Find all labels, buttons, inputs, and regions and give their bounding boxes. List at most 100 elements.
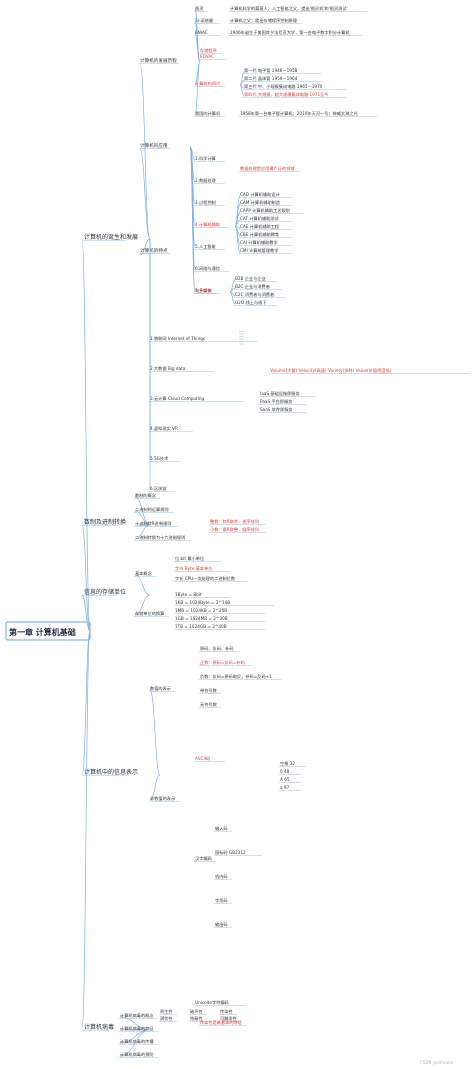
chinese-item-2[interactable]: 机内码 (215, 873, 228, 880)
cloud-2[interactable]: SaaS 软件即服务 (260, 406, 294, 413)
tech-1[interactable]: 2.大数据 Big data (150, 365, 186, 372)
numsys-3[interactable]: 二进制转换为十六进制规则 (135, 534, 185, 541)
numsys-2[interactable]: 十进制转R进制规则 (135, 520, 171, 527)
chinese-item-4[interactable]: 输出码 (215, 921, 228, 928)
bigdata-v[interactable]: Volume(大量) Velocity(高速) Variety(多样) Valu… (270, 367, 392, 374)
tech-3[interactable]: 4.虚拟现实 VR (150, 425, 178, 432)
cad-3[interactable]: CAT 计算机辅助测试 (240, 215, 279, 222)
info-num-3[interactable]: 带符号数 (200, 687, 218, 694)
ecommerce-1[interactable]: B2C 企业与消费者 (235, 283, 270, 290)
info-nonnumeric[interactable]: 非数值的表示 (150, 795, 175, 802)
stored-program[interactable]: 存储程序 (200, 47, 217, 54)
cad-4[interactable]: CAE 计算机辅助工程 (240, 223, 280, 230)
chinese-item-3[interactable]: 字形码 (215, 897, 228, 904)
virus-sub-2[interactable]: 计算机病毒的传播 (120, 1038, 154, 1045)
virus-feature-5[interactable]: 可触发性 (220, 1015, 237, 1022)
virus-feature-4[interactable]: 隐蔽性 (190, 1015, 203, 1022)
branch-3[interactable]: 计算机中的信息表示 (84, 768, 138, 776)
application-5[interactable]: 6.网络与通信 (195, 265, 220, 272)
generations-label[interactable]: 计算机的四代 (195, 80, 221, 87)
storage-unit-3[interactable]: 1GB = 1024MB = 2^30B (175, 616, 228, 621)
virus-sub-1[interactable]: 计算机病毒的特征 (120, 1025, 154, 1032)
storage-unit-0[interactable]: 1Byte = 8bit (175, 592, 202, 597)
numsys-1[interactable]: 二进制的运算规则 (135, 506, 169, 513)
branch-0[interactable]: 计算机的诞生和发展 (84, 233, 138, 241)
chinese-item-0[interactable]: 输入码 (215, 825, 228, 832)
info-numeric[interactable]: 数值的表示 (150, 685, 171, 692)
history-person-1[interactable]: 冯·诺依曼 (195, 17, 213, 24)
application-3[interactable]: 4.计算机辅助 (195, 221, 220, 228)
cad-6[interactable]: CAI 计算机辅助教学 (240, 239, 278, 246)
storage-unit-4[interactable]: 1TB = 1024GB = 2^40B (175, 624, 227, 629)
generation-2[interactable]: 第三代 中、小规模集成电路 1965—1970 (244, 83, 323, 90)
application-1[interactable]: 2.数据处理 (195, 177, 217, 184)
branch-2[interactable]: 信息的存储单位 (84, 588, 126, 596)
tech-4[interactable]: 5.5G技术 (150, 455, 169, 462)
ecommerce-3[interactable]: O2O 线上与线下 (235, 299, 267, 306)
info-num-2[interactable]: 负数：反码=原码取反，补码=反码+1 (200, 673, 272, 680)
history-applications[interactable]: 计算机的应用 (140, 142, 168, 149)
ecommerce-2[interactable]: C2C 消费者与消费者 (235, 291, 274, 298)
application-2[interactable]: 3.过程控制 (195, 199, 216, 206)
chinese-encoding[interactable]: 汉字编码 (195, 855, 212, 862)
china-computers[interactable]: 我国的计算机 (195, 110, 221, 117)
history-person-0[interactable]: 图灵 (195, 6, 204, 12)
ecommerce-0[interactable]: B2B 企业与企业 (235, 275, 266, 282)
virus-red[interactable]: 传染性是最基本的特征 (200, 1019, 243, 1026)
storage-units[interactable]: 存储单位的换算 (135, 610, 164, 617)
branch-4[interactable]: 计算机病毒 (84, 1023, 114, 1031)
history-person-desc-2[interactable]: 1946年诞生于美国宾夕法尼亚大学，第一台电子数字积分计算机 (230, 29, 350, 36)
generation-1[interactable]: 第二代 晶体管 1959—1964 (244, 75, 298, 82)
virus-feature-0[interactable]: 寄生性 (160, 1008, 173, 1015)
ascii-val-2[interactable]: A 65 (280, 777, 290, 782)
info-num-4[interactable]: 无符号数 (200, 701, 218, 708)
info-num-1[interactable]: 正数：原码=反码=补码 (200, 659, 245, 666)
cad-1[interactable]: CAM 计算机辅助制造 (240, 199, 281, 206)
history-features[interactable]: 计算机的特点 (140, 247, 168, 254)
app-note-0[interactable]: 数据处理是应用最广泛的领域 (240, 165, 295, 172)
generation-3[interactable]: 第四代 大规模、超大规模集成电路 1971至今 (244, 91, 329, 98)
info-num-0[interactable]: 原码、反码、补码 (200, 645, 234, 652)
virus-feature-2[interactable]: 传染性 (220, 1008, 233, 1015)
cloud-0[interactable]: IaaS 基础设施即服务 (260, 390, 300, 397)
storage-basic-2[interactable]: 字长 CPU一次处理的二进制位数 (175, 575, 236, 582)
unicode[interactable]: Unicode字符编码 (195, 999, 229, 1006)
tech-5[interactable]: 6.区块链 (150, 485, 167, 492)
cad-2[interactable]: CAPP 计算机辅助工艺规划 (240, 207, 290, 214)
application-6[interactable]: 7.多媒体 (195, 287, 212, 294)
history-person-desc-1[interactable]: 计算机之父；提出存储程序控制原理 (230, 17, 298, 24)
chinese-item-1[interactable]: 国标码 GB2312 (215, 849, 246, 856)
virus-sub-0[interactable]: 计算机病毒的概念 (120, 1012, 154, 1019)
history-timeline[interactable]: 计算机的发展历程 (140, 57, 177, 64)
ascii-val-3[interactable]: a 97 (280, 785, 290, 790)
ecommerce[interactable]: 电子商务 (195, 287, 213, 294)
ascii[interactable]: ASCII码 (195, 755, 210, 762)
china-desc[interactable]: 1958年第一台电子管计算机；2010年天河一号；神威太湖之光 (240, 110, 358, 117)
virus-feature-3[interactable]: 潜伏性 (160, 1015, 173, 1022)
storage-unit-1[interactable]: 1KB = 1024Byte = 2^10B (175, 600, 230, 605)
cloud-1[interactable]: PaaS 平台即服务 (260, 398, 293, 405)
application-0[interactable]: 1.科学计算 (195, 155, 216, 162)
history-person-2[interactable]: ENIAC (195, 30, 208, 35)
application-4[interactable]: 5.人工智能 (195, 243, 217, 250)
virus-feature-1[interactable]: 破坏性 (190, 1008, 203, 1015)
branch-1[interactable]: 数制及进制转换 (84, 518, 126, 526)
ascii-val-0[interactable]: 空格 32 (280, 760, 295, 767)
cad-0[interactable]: CAD 计算机辅助设计 (240, 191, 280, 198)
edvac[interactable]: EDVAC (200, 54, 214, 59)
tech-0[interactable]: 1.物联网 Internet of Things (150, 335, 205, 342)
cad-7[interactable]: CMI 计算机管理教学 (240, 247, 278, 254)
storage-concept[interactable]: 基本概念 (135, 570, 153, 577)
numsys-red-1[interactable]: 小数：乘R取整，顺序排列 (210, 526, 259, 533)
storage-basic-0[interactable]: 位 bit 最小单位 (175, 555, 204, 562)
ascii-val-1[interactable]: 0 48 (280, 769, 290, 774)
history-person-desc-0[interactable]: 计算机科学的奠基人，人工智能之父，提出'图灵机'和'图灵测试' (230, 5, 348, 12)
storage-unit-2[interactable]: 1MB = 1024KB = 2^20B (175, 608, 227, 613)
cad-5[interactable]: CBE 计算机辅助教育 (240, 231, 279, 238)
virus-sub-3[interactable]: 计算机病毒的预防 (120, 1051, 154, 1058)
storage-basic-1[interactable]: 字节 Byte 基本单位 (175, 565, 212, 572)
tech-2[interactable]: 3.云计算 Cloud Computing (150, 395, 205, 402)
numsys-red-0[interactable]: 整数：除R取余，逆序排列 (210, 518, 259, 525)
generation-0[interactable]: 第一代 电子管 1946—1958 (244, 67, 298, 74)
numsys-0[interactable]: 数制的概念 (135, 492, 157, 499)
